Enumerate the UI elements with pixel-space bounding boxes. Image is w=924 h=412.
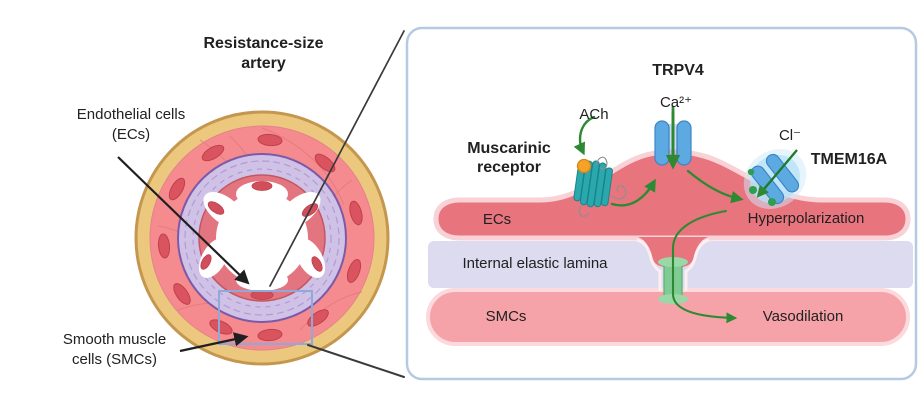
receptor-loops	[578, 156, 627, 217]
chloride-channel-icon	[743, 149, 807, 209]
label-arrows	[117, 156, 250, 353]
ach-binding-arrow	[573, 115, 596, 156]
smc-label-line1: Smooth muscle	[62, 331, 167, 348]
zoom-panel	[405, 26, 918, 381]
gpcr-receptor-icon	[573, 156, 627, 217]
ec-band	[433, 149, 911, 241]
channel-gate-dots	[747, 168, 776, 206]
ec-label: Endothelial cells (ECs)	[52, 105, 210, 145]
tmem16a-label: TMEM16A	[810, 151, 888, 168]
muscarinic-label-line2: receptor	[476, 159, 542, 176]
ec-label-arrow	[117, 156, 250, 285]
muscarinic-label-line1: Muscarinic	[467, 140, 551, 157]
smc-label-line2: cells (SMCs)	[72, 351, 157, 368]
smcs-band-label: SMCs	[485, 308, 527, 325]
ec-projection-outline	[636, 238, 710, 291]
smc-label: Smooth muscle cells (SMCs)	[32, 330, 197, 370]
smc-nuclei	[157, 133, 363, 342]
artery-title-line1: Resistance-size	[203, 35, 324, 52]
calcium-label: Ca²⁺	[659, 94, 693, 111]
artery-title: Resistance-size artery	[166, 34, 361, 74]
artery-title-line2: artery	[241, 55, 286, 72]
ach-label: ACh	[579, 106, 609, 123]
chloride-flux-arrow	[756, 149, 798, 198]
zoom-region-box	[218, 290, 313, 345]
ec-label-line2: (ECs)	[111, 126, 151, 143]
ecs-band-label: ECs	[482, 211, 512, 228]
ligand-dot-icon	[576, 158, 592, 174]
trpv4-label: TRPV4	[652, 62, 704, 79]
chloride-label: Cl⁻	[778, 127, 802, 144]
hyperpolarization-to-vasodilation-arrow	[671, 209, 738, 324]
ec-label-line1: Endothelial cells	[76, 106, 186, 123]
muscarinic-label: Muscarinic receptor	[448, 139, 570, 177]
zoom-connector-bottom	[307, 344, 405, 378]
smc-label-arrow	[179, 332, 249, 353]
zoom-connector-top	[269, 30, 405, 287]
zoom-connector-lines	[269, 30, 405, 378]
trpv4-to-tmem16a-arrow	[686, 169, 744, 204]
hyperpolarization-label: Hyperpolarization	[747, 210, 865, 227]
artery-cross-section	[134, 110, 390, 366]
iel-texture	[184, 160, 340, 316]
vasodilation-label: Vasodilation	[762, 308, 844, 325]
iel-band-label: Internal elastic lamina	[462, 255, 608, 272]
receptor-to-trpv4-arrow	[610, 178, 656, 207]
